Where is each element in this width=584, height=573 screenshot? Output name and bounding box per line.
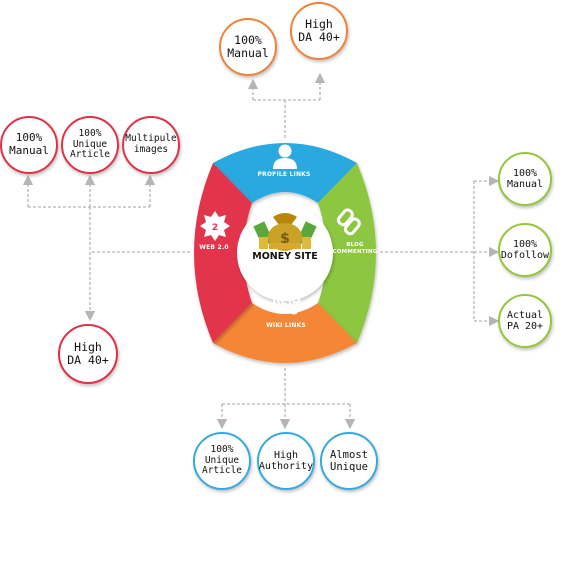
svg-text:2: 2 xyxy=(212,223,218,233)
web-bubble-manual: 100% Manual xyxy=(0,116,58,174)
bubble-text: 100% Unique Article xyxy=(69,127,111,161)
bubble-text: High Authority xyxy=(258,449,314,473)
user-icon xyxy=(273,144,297,169)
money-bag-icon: $ xyxy=(253,213,317,251)
wiki-bubble-unique-article: 100% Unique Article xyxy=(193,432,251,490)
segment-profile xyxy=(213,143,357,203)
chain-link-icon xyxy=(336,208,361,236)
segment-web-label: WEB 2.0 xyxy=(199,244,229,251)
profile-bubble-manual: 100% Manual xyxy=(219,18,277,76)
blog-bubble-pa: Actual PA 20+ xyxy=(498,294,552,348)
blog-bubble-dofollow: 100% Dofollow xyxy=(498,223,552,277)
bubble-text: 100% Manual xyxy=(9,131,49,157)
center-label: MONEY SITE xyxy=(252,251,318,262)
bubble-text: Multipule images xyxy=(125,133,177,155)
segment-blog xyxy=(318,163,376,343)
wiki-bubble-unique: Almost Unique xyxy=(320,432,378,490)
segment-web xyxy=(194,163,252,343)
segment-blog-label: BLOG COMMENTING xyxy=(332,242,378,256)
svg-text:$: $ xyxy=(280,231,290,247)
bubble-text: High DA 40+ xyxy=(67,339,109,367)
bubble-text: 100% Manual xyxy=(227,32,269,60)
web-bubble-images: Multipule images xyxy=(122,116,180,174)
web2-badge-icon: 2 xyxy=(200,211,230,241)
wiki-bubble-authority: High Authority xyxy=(257,432,315,490)
segment-profile-label: PROFILE LINKS xyxy=(257,171,311,178)
wikipedia-glyph: W xyxy=(275,299,288,310)
web-bubble-da: High DA 40+ xyxy=(58,324,118,384)
blog-bubble-manual: 100% Manual xyxy=(498,152,552,206)
bubble-text: 100% Manual xyxy=(506,167,544,191)
bubble-text: Almost Unique xyxy=(330,448,368,473)
bubble-text: High DA 40+ xyxy=(298,16,340,44)
bubble-text: 100% Dofollow xyxy=(500,238,550,262)
money-site-wheel: $ 2 W xyxy=(194,143,376,363)
profile-bubble-da: High DA 40+ xyxy=(290,2,348,60)
web-bubble-unique-article: 100% Unique Article xyxy=(61,116,119,174)
bubble-text: 100% Unique Article xyxy=(201,443,243,477)
wikipedia-icon xyxy=(273,294,301,315)
segment-wiki-label: WIKI LINKS xyxy=(266,322,306,329)
segment-wiki xyxy=(213,303,357,363)
bubble-text: Actual PA 20+ xyxy=(506,309,544,333)
